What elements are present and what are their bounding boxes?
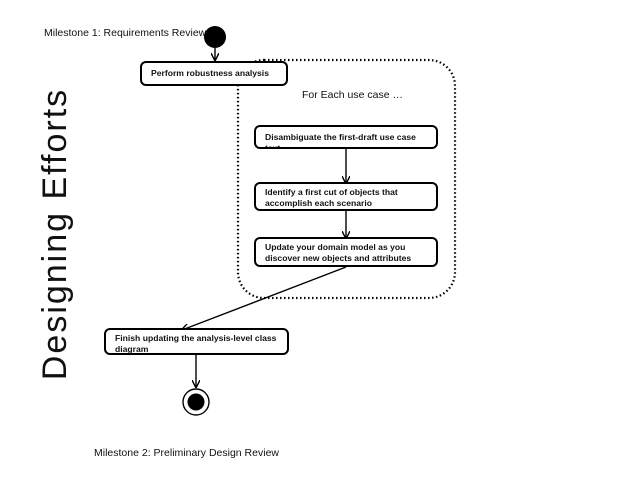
activity-update-domain-model: Update your domain model as you discover… bbox=[254, 237, 438, 267]
activity-disambiguate: Disambiguate the first-draft use case te… bbox=[254, 125, 438, 149]
activity-robustness-label: Perform robustness analysis bbox=[151, 68, 269, 78]
activity-disambiguate-label: Disambiguate the first-draft use case te… bbox=[265, 132, 416, 149]
initial-node bbox=[204, 26, 226, 48]
activity-finish-class-diagram: Finish updating the analysis-level class… bbox=[104, 328, 289, 355]
final-node bbox=[182, 388, 210, 416]
activity-update-domain-label: Update your domain model as you discover… bbox=[265, 242, 412, 264]
arrow-update-to-finish bbox=[182, 266, 347, 330]
loop-label: For Each use case … bbox=[302, 89, 403, 101]
activity-identify-objects: Identify a first cut of objects that acc… bbox=[254, 182, 438, 211]
milestone-bottom-label: Milestone 2: Preliminary Design Review bbox=[94, 447, 279, 459]
milestone-top-label: Milestone 1: Requirements Review bbox=[44, 27, 207, 39]
activity-finish-class-label: Finish updating the analysis-level class… bbox=[115, 333, 277, 355]
activity-identify-label: Identify a first cut of objects that acc… bbox=[265, 187, 398, 209]
activity-robustness-analysis: Perform robustness analysis bbox=[140, 61, 288, 86]
